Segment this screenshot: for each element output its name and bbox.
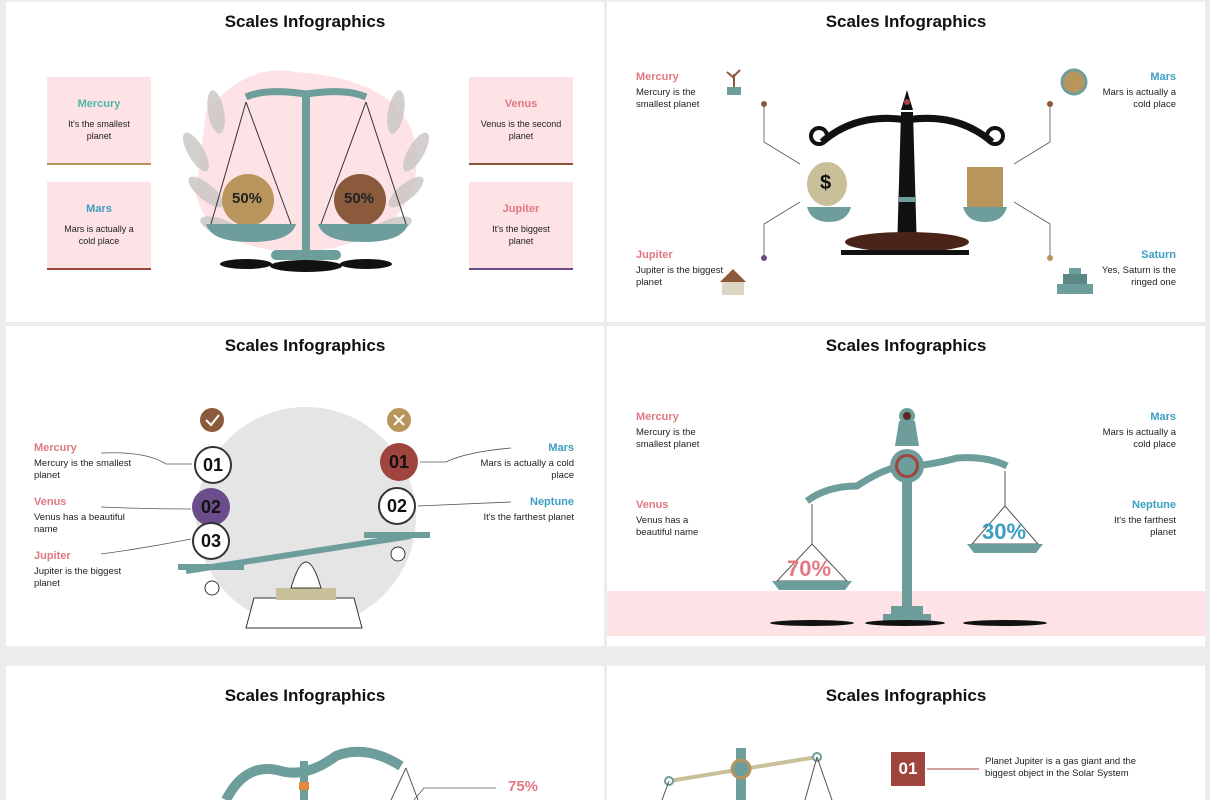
mars-text: Mars is actually a cold place xyxy=(1102,87,1176,110)
mars-text: Mars is actually a cold place xyxy=(64,224,134,246)
balance-scale-illustration xyxy=(183,70,429,272)
jupiter-text: Jupiter is the biggest planet xyxy=(34,566,122,589)
mercury-text: It's the smallest planet xyxy=(68,119,130,141)
mercury-title: Mercury xyxy=(77,98,121,110)
mars-title: Mars xyxy=(1150,71,1176,83)
balance-scale-illustration xyxy=(607,408,1205,636)
percent-label: 75% xyxy=(508,778,539,795)
money-scale-illustration xyxy=(720,68,1093,295)
number-02-right: 02 xyxy=(378,487,416,525)
check-icon xyxy=(205,414,220,427)
description-text: Planet Jupiter is a gas giant and the bi… xyxy=(985,756,1137,779)
right-percent: 50% xyxy=(344,190,375,207)
slide-3[interactable]: Scales Infographics 01 02 03 01 02 Mercu… xyxy=(6,326,604,646)
jupiter-text: It's the biggest planet xyxy=(492,224,550,246)
jupiter-title: Jupiter xyxy=(34,550,71,562)
number-01-right: 01 xyxy=(380,443,418,481)
gold-bars-icon xyxy=(1057,268,1093,294)
neptune-text: It's the farthest planet xyxy=(1113,515,1176,538)
number-01-left: 01 xyxy=(194,446,232,484)
coin-icon xyxy=(1060,68,1088,96)
mercury-box: Mercury It's the smallest planet xyxy=(47,77,151,165)
mercury-title: Mercury xyxy=(636,411,679,423)
mars-text: Mars is actually a cold place xyxy=(1102,427,1176,450)
slide-title: Scales Infographics xyxy=(224,336,386,355)
jupiter-title: Jupiter xyxy=(636,249,673,261)
venus-title: Venus xyxy=(34,496,67,508)
slide-title: Scales Infographics xyxy=(825,336,987,355)
x-icon xyxy=(393,414,405,426)
venus-text: Venus has a beautiful name xyxy=(34,512,125,535)
number-03-left: 03 xyxy=(192,522,230,560)
house-icon xyxy=(720,269,746,295)
jupiter-title: Jupiter xyxy=(502,203,540,215)
venus-title: Venus xyxy=(636,499,669,511)
plant-icon xyxy=(726,69,741,95)
slide-1[interactable]: Scales Infographics 50% 50% Mercury It xyxy=(6,2,604,322)
neptune-title: Neptune xyxy=(1132,499,1176,511)
saturn-text: Yes, Saturn is the ringed one xyxy=(1101,265,1176,288)
venus-box: Venus Venus is the second planet xyxy=(469,77,573,165)
right-percent: 30% xyxy=(982,519,1027,544)
saturn-title: Saturn xyxy=(1141,249,1176,261)
mars-title: Mars xyxy=(1150,411,1176,423)
neptune-text: It's the farthest planet xyxy=(483,512,574,523)
venus-text: Venus is the second planet xyxy=(480,119,562,141)
mars-text: Mars is actually a cold place xyxy=(480,458,574,481)
mercury-title: Mercury xyxy=(34,442,77,454)
number-02-left: 02 xyxy=(192,488,230,526)
slide-5[interactable]: Scales Infographics 75% xyxy=(6,666,604,800)
tilted-scale-illustration xyxy=(661,748,979,800)
slide-title: Scales Infographics xyxy=(825,12,987,31)
mars-title: Mars xyxy=(548,442,574,454)
mars-box: Mars Mars is actually a cold place xyxy=(47,182,151,270)
venus-title: Venus xyxy=(504,98,538,110)
curved-scale-illustration xyxy=(221,746,496,800)
venus-text: Venus has a beautiful name xyxy=(636,515,699,538)
left-percent: 50% xyxy=(232,190,263,207)
slide-title: Scales Infographics xyxy=(224,686,386,705)
jupiter-text: Jupiter is the biggest planet xyxy=(636,265,724,288)
slide-title: Scales Infographics xyxy=(224,12,386,31)
slide-title: Scales Infographics xyxy=(825,686,987,705)
mercury-title: Mercury xyxy=(636,71,679,83)
seesaw-illustration xyxy=(100,407,512,629)
mercury-text: Mercury is the smallest planet xyxy=(636,427,700,450)
jupiter-box: Jupiter It's the biggest planet xyxy=(469,182,573,270)
dollar-sign: $ xyxy=(820,172,832,194)
left-percent: 70% xyxy=(787,556,832,581)
slide-6[interactable]: Scales Infographics 01 Planet Jupiter is… xyxy=(607,666,1205,800)
mercury-text: Mercury is the smallest planet xyxy=(636,87,700,110)
neptune-title: Neptune xyxy=(530,496,574,508)
number-badge: 01 xyxy=(891,752,925,786)
mercury-text: Mercury is the smallest planet xyxy=(34,458,132,481)
mars-title: Mars xyxy=(86,203,112,215)
